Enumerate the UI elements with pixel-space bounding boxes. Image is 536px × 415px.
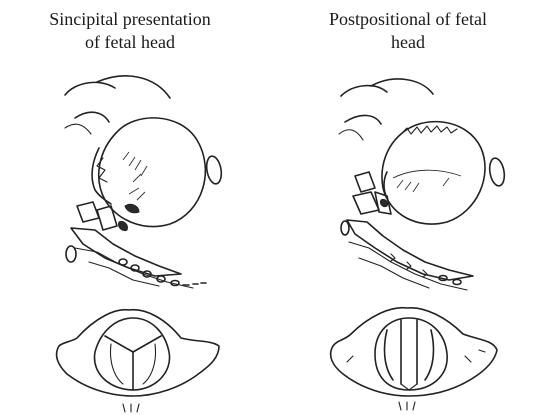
panel-postpositional: Postpositional of fetal head	[283, 0, 533, 415]
pelvic-inlet-outline	[331, 308, 497, 396]
fetal-back-line	[341, 86, 387, 96]
pelvic-bottom-marks	[123, 404, 139, 412]
sagittal-suture-pair	[401, 320, 417, 384]
pubic-symphysis	[488, 157, 507, 187]
lambdoid-suture	[105, 336, 161, 352]
sacrum-segment-2	[97, 206, 117, 230]
sacrum-body	[71, 228, 181, 276]
skull-contour-left	[385, 330, 393, 380]
coccyx-dashes	[183, 283, 206, 285]
sincipital-illustration	[5, 0, 255, 415]
skull-contour-right	[143, 344, 156, 384]
skull-contour-left	[111, 344, 124, 384]
coccyx-line	[349, 242, 467, 290]
sacrum-shadow	[380, 199, 387, 206]
coccyx-bead-1	[119, 259, 127, 265]
fetal-skull-top-view	[94, 318, 169, 390]
fetal-hair-hatching	[123, 152, 147, 200]
fetal-head	[382, 122, 485, 224]
sacrum-segment-1	[355, 172, 375, 192]
skull-contour-right	[425, 330, 433, 380]
fetal-skull-top-view	[375, 318, 447, 390]
sacral-node	[341, 221, 349, 235]
fetal-head	[99, 118, 206, 227]
pelvic-side-marks	[347, 350, 485, 362]
fetal-shoulder-line	[371, 79, 433, 94]
fetal-hand-line	[65, 124, 91, 134]
fetal-arm-line	[75, 112, 109, 122]
coccyx-line-lower	[359, 258, 429, 288]
fetal-back-line	[65, 82, 115, 95]
fetal-ear	[125, 204, 139, 212]
pelvic-inlet-outline	[57, 310, 219, 396]
sacral-node	[66, 246, 76, 262]
sacrum-shadow	[119, 221, 128, 230]
coccyx-bead-2	[453, 280, 461, 285]
pubic-symphysis	[205, 155, 224, 185]
pelvic-bottom-marks	[399, 402, 415, 410]
fetal-arm-line	[345, 115, 381, 124]
fetal-shoulder-line	[97, 76, 170, 98]
coccyx-line	[75, 248, 193, 288]
fetal-hair-hatching	[393, 170, 461, 192]
sacrum-segment-1	[77, 202, 99, 222]
postpositional-illustration	[283, 0, 533, 415]
panel-sincipital: Sincipital presentation of fetal head	[5, 0, 255, 415]
fetal-hand-line	[339, 130, 363, 140]
